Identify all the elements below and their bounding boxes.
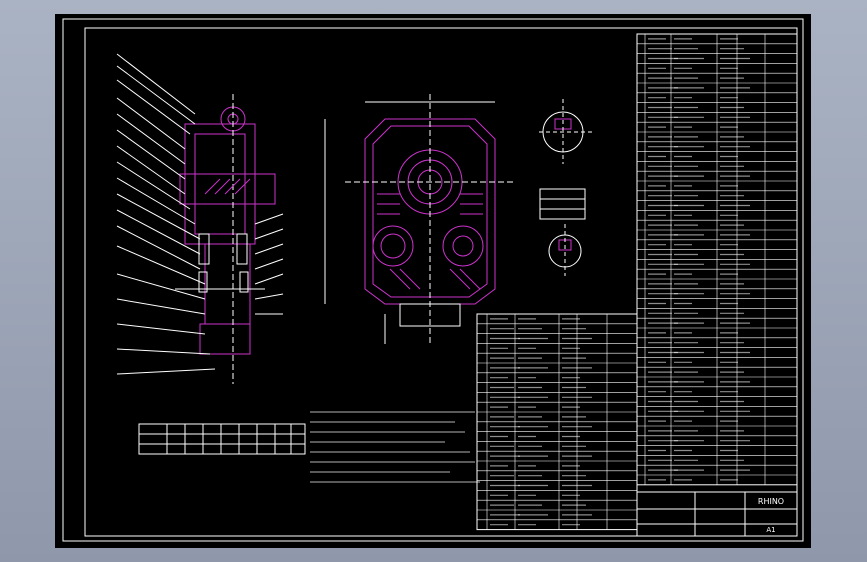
- title-block: RHINO A1: [636, 491, 798, 537]
- title-block-company: RHINO: [758, 497, 784, 506]
- technical-notes: [310, 411, 480, 483]
- detail-view-a: [539, 99, 595, 220]
- side-section-view: [116, 53, 284, 384]
- title-block-sheet: A1: [766, 526, 775, 534]
- gear-data-table: [138, 423, 306, 455]
- cad-drawing-svg: RHINO A1: [62, 18, 804, 542]
- sheet-outer-border: [62, 18, 804, 542]
- detail-view-b: [548, 224, 582, 276]
- front-view: [324, 94, 515, 344]
- parts-list-lower: [476, 313, 638, 531]
- cad-drawing-viewport[interactable]: RHINO A1: [55, 14, 811, 548]
- parts-list-right: [636, 33, 798, 486]
